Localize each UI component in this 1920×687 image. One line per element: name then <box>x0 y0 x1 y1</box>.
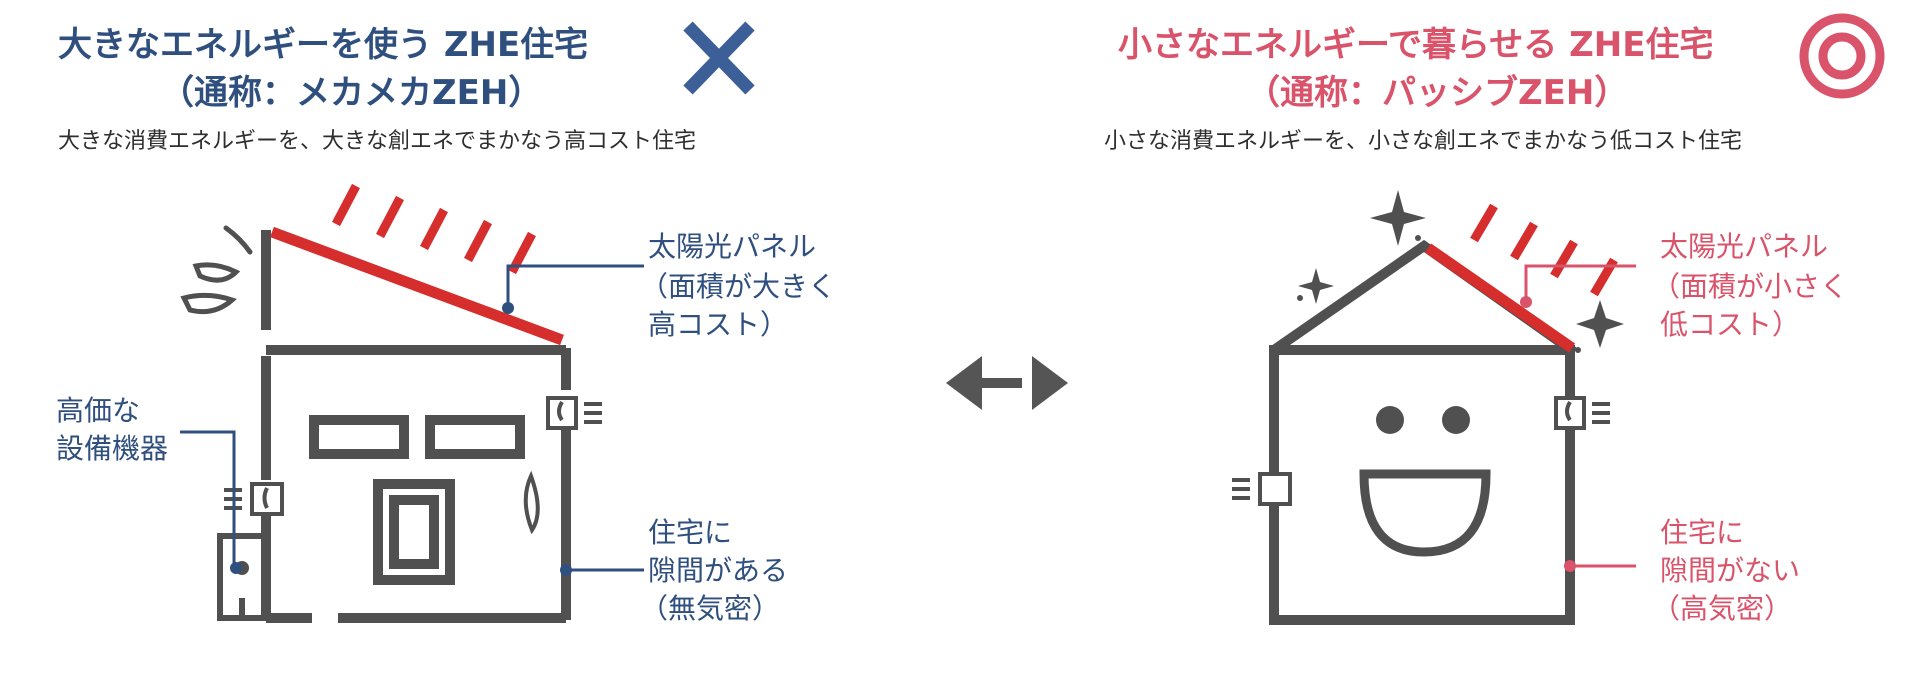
left-solar-panel <box>270 226 564 346</box>
double-circle-icon <box>1799 13 1885 99</box>
right-title: 小さなエネルギーで暮らせる ZHE住宅 <box>1118 25 1713 65</box>
right-gap-label-line3: （高気密） <box>1652 592 1792 625</box>
left-leader-dots <box>230 302 572 576</box>
right-solar-label: 太陽光パネル （面積が小さく 低コスト） <box>1652 230 1848 341</box>
right-subtitle: （通称：パッシブZEH） <box>1246 73 1628 113</box>
left-leader-lines <box>180 264 644 572</box>
left-equipment-label: 高価な 設備機器 <box>56 394 168 465</box>
left-solar-label-line1: 太陽光パネル <box>648 230 816 263</box>
cross-mark-icon <box>683 21 755 95</box>
smiley-face-icon <box>1359 406 1491 557</box>
left-gap-label: 住宅に 隙間がある （無気密） <box>640 516 788 625</box>
double-arrow-icon <box>946 356 1068 410</box>
right-vent-icon <box>1554 396 1610 430</box>
right-leader-lines <box>1524 264 1636 568</box>
left-subtitle: （通称：メカメカZEH） <box>160 73 542 113</box>
right-solar-label-line3: 低コスト） <box>1660 308 1800 341</box>
right-leader-dots <box>1520 296 1576 572</box>
equipment-unit-icon <box>217 533 267 621</box>
left-gap-label-line1: 住宅に <box>648 516 732 549</box>
right-gap-label-line2: 隙間がない <box>1660 554 1800 587</box>
right-panel: 小さなエネルギーで暮らせる ZHE住宅 （通称：パッシブZEH） 小さな消費エネ… <box>1104 13 1885 625</box>
left-solar-label-line2: （面積が大きく <box>640 270 836 303</box>
right-description: 小さな消費エネルギーを、小さな創エネでまかなう低コスト住宅 <box>1104 129 1742 154</box>
right-solar-panel <box>1424 243 1576 353</box>
right-wall-vent-icon <box>1232 472 1292 506</box>
left-description: 大きな消費エネルギーを、大きな創エネでまかなう高コスト住宅 <box>58 129 696 154</box>
left-gap-label-line2: 隙間がある <box>648 554 788 587</box>
left-solar-label-line3: 高コスト） <box>648 308 788 341</box>
right-sun-rays-icon <box>1470 203 1618 297</box>
sweat-drops-icon <box>180 225 253 315</box>
left-panel: 大きなエネルギーを使う ZHE住宅 （通称：メカメカZEH） 大きな消費エネルギ… <box>56 21 836 625</box>
left-title: 大きなエネルギーを使う ZHE住宅 <box>58 25 588 65</box>
leak-drop-icon <box>523 470 540 535</box>
sparkle-icons <box>1297 190 1624 353</box>
sun-rays-icon <box>332 183 536 275</box>
right-gap-label-line1: 住宅に <box>1660 516 1744 549</box>
right-gap-label: 住宅に 隙間がない （高気密） <box>1652 516 1800 625</box>
left-equipment-label-line1: 高価な <box>56 394 140 427</box>
right-solar-label-line2: （面積が小さく <box>1652 270 1848 303</box>
left-gap-label-line3: （無気密） <box>640 592 780 625</box>
left-solar-label: 太陽光パネル （面積が大きく 高コスト） <box>640 230 836 341</box>
left-vent-icon <box>546 396 602 430</box>
right-solar-label-line1: 太陽光パネル <box>1660 230 1828 263</box>
left-equipment-label-line2: 設備機器 <box>56 432 168 465</box>
